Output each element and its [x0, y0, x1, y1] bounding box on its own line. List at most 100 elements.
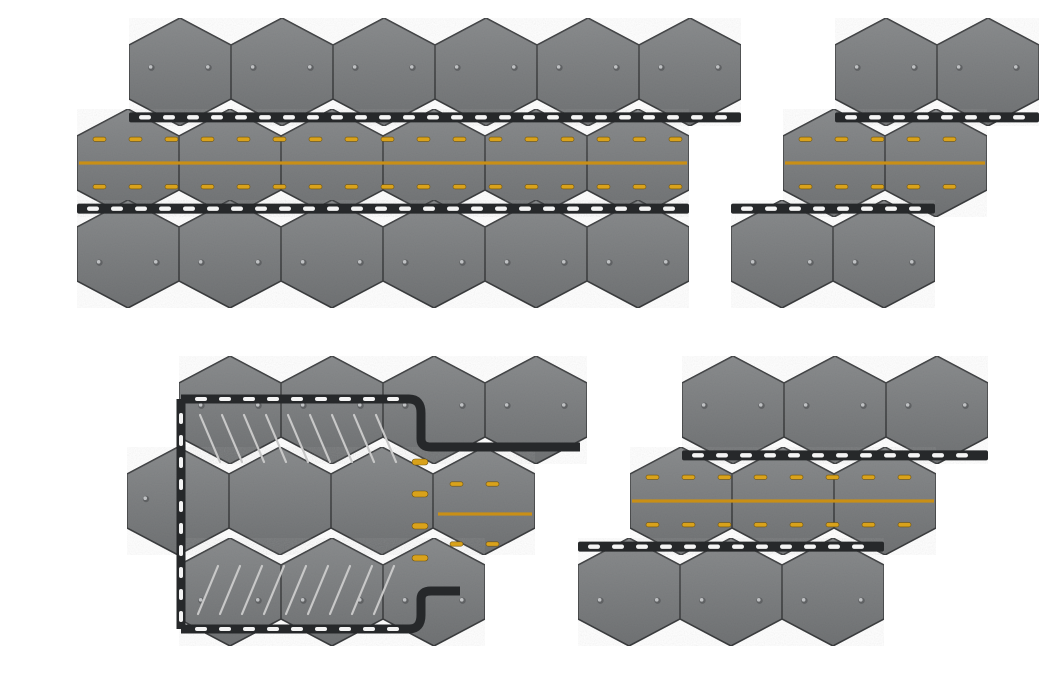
curb-dash [139, 115, 151, 120]
lane-dash [92, 136, 107, 142]
curb-dash [595, 115, 607, 120]
curb-dash [636, 544, 648, 549]
lane-dash [861, 474, 876, 480]
peg-stud-highlight [597, 598, 602, 602]
lot-tile-top [280, 355, 384, 465]
peg-stud-highlight [803, 403, 808, 407]
peg-stud-highlight [858, 598, 863, 602]
curb-dash [860, 453, 872, 458]
curb-dash [893, 115, 905, 120]
parking-hatch [372, 564, 396, 616]
lot-border-dash [243, 397, 255, 401]
lane-dash [789, 474, 804, 480]
parking-hatch [328, 564, 352, 616]
peg-stud-highlight [409, 65, 414, 69]
curb-dash [591, 206, 603, 211]
curb-dash [111, 206, 123, 211]
sidewalk-tile-bottom [586, 199, 690, 309]
tile-shading [77, 200, 179, 308]
tile-shading [281, 200, 383, 308]
curb-dash [884, 453, 896, 458]
peg-stud-highlight [300, 403, 305, 407]
curb-dash [303, 206, 315, 211]
curb-dash [837, 206, 849, 211]
peg-stud-highlight [715, 65, 720, 69]
lane-dash [200, 184, 215, 190]
lane-dash [870, 136, 885, 142]
parking-hatch [306, 564, 330, 616]
tile-shading [886, 356, 988, 464]
parking-hatch [350, 564, 374, 616]
tile-shading [229, 447, 331, 555]
curb-dash [235, 115, 247, 120]
tile-shading [433, 447, 535, 555]
curb-dash [567, 206, 579, 211]
curb-dash [756, 544, 768, 549]
lane-dash [798, 184, 813, 190]
parking-hatch [284, 564, 308, 616]
lane-dash [753, 522, 768, 528]
peg-stud-highlight [905, 403, 910, 407]
lane-dash [560, 184, 575, 190]
peg-stud-highlight [909, 260, 914, 264]
peg-stud-highlight [504, 260, 509, 264]
sidewalk-tile-top [783, 355, 887, 465]
tile-shading [835, 18, 937, 126]
tile-shading [485, 356, 587, 464]
curb-dash [543, 206, 555, 211]
peg-stud-highlight [613, 65, 618, 69]
lane-dash [524, 136, 539, 142]
lot-border-dash [179, 567, 183, 578]
peg-stud-highlight [561, 260, 566, 264]
peg-stud-highlight [205, 65, 210, 69]
lot-border-dash [179, 523, 183, 534]
sidewalk-tile-top [332, 17, 436, 127]
peg-stud-highlight [255, 403, 260, 407]
curb-dash [788, 453, 800, 458]
curb-dash [643, 115, 655, 120]
tile-shading [435, 18, 537, 126]
curb-dash [941, 115, 953, 120]
lane-dash [308, 184, 323, 190]
lot-border-dash [179, 479, 183, 490]
lane-dash [906, 136, 921, 142]
lane-dash [789, 522, 804, 528]
lane-dash [452, 136, 467, 142]
lane-dash [645, 522, 660, 528]
curb-dash [519, 206, 531, 211]
curb-dash [427, 115, 439, 120]
lot-tile-top [178, 355, 282, 465]
peg-stud-highlight [352, 65, 357, 69]
peg-stud-highlight [504, 403, 509, 407]
lot-border-dash [315, 397, 327, 401]
lane-dash [596, 184, 611, 190]
curb-dash [715, 115, 727, 120]
lot-border-dash [387, 397, 399, 401]
lot-border-dash [243, 627, 255, 631]
lane-dash [344, 136, 359, 142]
curb-dash [355, 115, 367, 120]
tile-shading [782, 538, 884, 646]
parking-hatch [196, 564, 220, 616]
lane-dash [942, 184, 957, 190]
parking-hatch [218, 564, 242, 616]
parking-hatch [262, 564, 286, 616]
peg-stud-highlight [807, 260, 812, 264]
lane-dash [668, 184, 683, 190]
lane-dash [128, 184, 143, 190]
lot-border-dash [179, 611, 183, 622]
tile-shading [383, 200, 485, 308]
curb-dash [327, 206, 339, 211]
parking-hatch [264, 413, 288, 464]
peg-stud-highlight [198, 598, 203, 602]
lot-tile-top [382, 355, 486, 465]
curb-dash [571, 115, 583, 120]
lane-dash [380, 136, 395, 142]
sidewalk-tile-bottom [382, 199, 486, 309]
lot-tile-mid [432, 446, 536, 556]
curb-dash [447, 206, 459, 211]
peg-stud-highlight [148, 65, 153, 69]
lane-dash [416, 184, 431, 190]
curb-dash [207, 206, 219, 211]
peg-stud-highlight [153, 260, 158, 264]
